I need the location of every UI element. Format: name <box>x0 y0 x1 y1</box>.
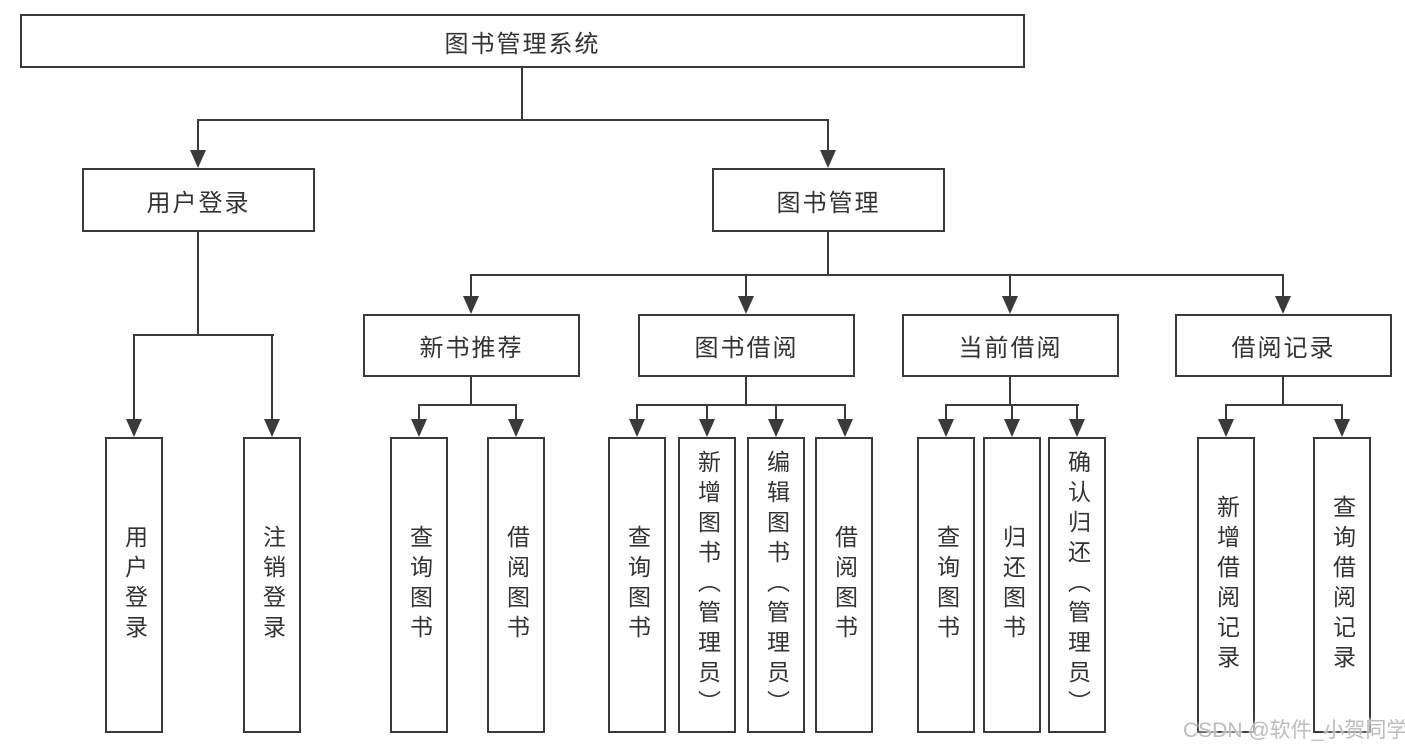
arrow-down-icon <box>738 296 754 314</box>
node-root-library-system: 图书管理系统 <box>20 14 1025 68</box>
arrow-down-icon <box>699 419 715 437</box>
arrow-down-icon <box>126 419 142 437</box>
arrow-down-icon <box>1334 419 1350 437</box>
arrow-down-icon <box>1004 419 1020 437</box>
connector-line-v <box>826 232 830 275</box>
node-current-borrowing: 当前借阅 <box>902 314 1119 377</box>
connector-line-h <box>196 118 829 122</box>
leaf-query-books-current: 查询图书 <box>917 437 975 733</box>
arrow-down-icon <box>837 419 853 437</box>
connector-line-v <box>514 405 518 422</box>
arrow-down-icon <box>938 419 954 437</box>
node-label: 查询图书 <box>406 525 433 645</box>
connector-line-v <box>196 120 200 154</box>
connector-line-v <box>1008 377 1012 405</box>
connector-line-v <box>417 405 421 422</box>
node-book-management: 图书管理 <box>712 168 945 232</box>
connector-line-v <box>520 66 524 120</box>
node-label: 新增图书（管理员） <box>694 450 721 720</box>
connector-line-v <box>1224 405 1228 422</box>
node-label: 用户登录 <box>146 189 251 217</box>
node-label: 注销登录 <box>259 525 286 645</box>
node-user-login: 用户登录 <box>82 168 315 232</box>
connector-line-v <box>826 120 830 154</box>
connector-line-v <box>196 232 200 335</box>
arrow-down-icon <box>508 419 524 437</box>
node-borrowing-records: 借阅记录 <box>1175 314 1392 377</box>
connector-line-v <box>744 275 748 300</box>
node-label: 当前借阅 <box>958 335 1063 362</box>
arrow-down-icon <box>629 419 645 437</box>
node-label: 借阅图书 <box>831 525 858 645</box>
arrow-down-icon <box>1002 296 1018 314</box>
arrow-down-icon <box>820 150 836 168</box>
connector-line-h <box>469 273 1284 277</box>
arrow-down-icon <box>463 296 479 314</box>
connector-line-v <box>1010 405 1014 422</box>
connector-line-h <box>1224 403 1343 407</box>
leaf-add-books-admin: 新增图书（管理员） <box>678 437 736 733</box>
connector-line-v <box>132 335 136 422</box>
leaf-logout: 注销登录 <box>243 437 301 733</box>
node-new-book-recommend: 新书推荐 <box>363 314 580 377</box>
arrow-down-icon <box>768 419 784 437</box>
node-label: 图书管理系统 <box>444 30 601 58</box>
connector-line-v <box>1281 377 1285 405</box>
node-label: 新增借阅记录 <box>1213 495 1240 675</box>
connector-line-v <box>843 405 847 422</box>
connector-line-h <box>635 403 846 407</box>
node-label: 确认归还（管理员） <box>1064 450 1091 720</box>
csdn-watermark: CSDN @软件_小贺同学 <box>1183 719 1405 742</box>
arrow-down-icon <box>1275 296 1291 314</box>
connector-line-v <box>774 405 778 422</box>
connector-line-h <box>417 403 517 407</box>
connector-line-v <box>1075 405 1079 422</box>
leaf-query-books-recommend: 查询图书 <box>390 437 448 733</box>
leaf-confirm-return-admin: 确认归还（管理员） <box>1048 437 1106 733</box>
node-label: 用户登录 <box>121 525 148 645</box>
connector-line-v <box>944 405 948 422</box>
leaf-return-books: 归还图书 <box>983 437 1041 733</box>
arrow-down-icon <box>1218 419 1234 437</box>
arrow-down-icon <box>411 419 427 437</box>
node-label: 查询借阅记录 <box>1329 495 1356 675</box>
node-label: 图书借阅 <box>694 335 799 362</box>
leaf-query-books-borrowing: 查询图书 <box>608 437 666 733</box>
connector-line-v <box>1340 405 1344 422</box>
node-label: 借阅记录 <box>1231 335 1336 362</box>
connector-line-v <box>635 405 639 422</box>
arrow-down-icon <box>190 150 206 168</box>
connector-line-v <box>1281 275 1285 300</box>
connector-line-v <box>744 377 748 405</box>
arrow-down-icon <box>1069 419 1085 437</box>
connector-line-v <box>1008 275 1012 300</box>
node-label: 图书管理 <box>776 189 881 217</box>
leaf-query-borrow-record: 查询借阅记录 <box>1313 437 1371 733</box>
node-label: 借阅图书 <box>503 525 530 645</box>
node-label: 查询图书 <box>933 525 960 645</box>
leaf-add-borrow-record: 新增借阅记录 <box>1197 437 1255 733</box>
connector-line-v <box>705 405 709 422</box>
connector-line-v <box>469 275 473 300</box>
leaf-borrow-books-recommend: 借阅图书 <box>487 437 545 733</box>
connector-line-v <box>270 335 274 422</box>
node-label: 新书推荐 <box>419 335 524 362</box>
node-label: 编辑图书（管理员） <box>763 450 790 720</box>
node-book-borrowing: 图书借阅 <box>638 314 855 377</box>
connector-line-h <box>132 333 274 337</box>
leaf-edit-books-admin: 编辑图书（管理员） <box>747 437 805 733</box>
node-label: 归还图书 <box>999 525 1026 645</box>
connector-line-v <box>469 377 473 405</box>
leaf-user-login: 用户登录 <box>105 437 163 733</box>
leaf-borrow-books-borrowing: 借阅图书 <box>815 437 873 733</box>
node-label: 查询图书 <box>624 525 651 645</box>
arrow-down-icon <box>264 419 280 437</box>
